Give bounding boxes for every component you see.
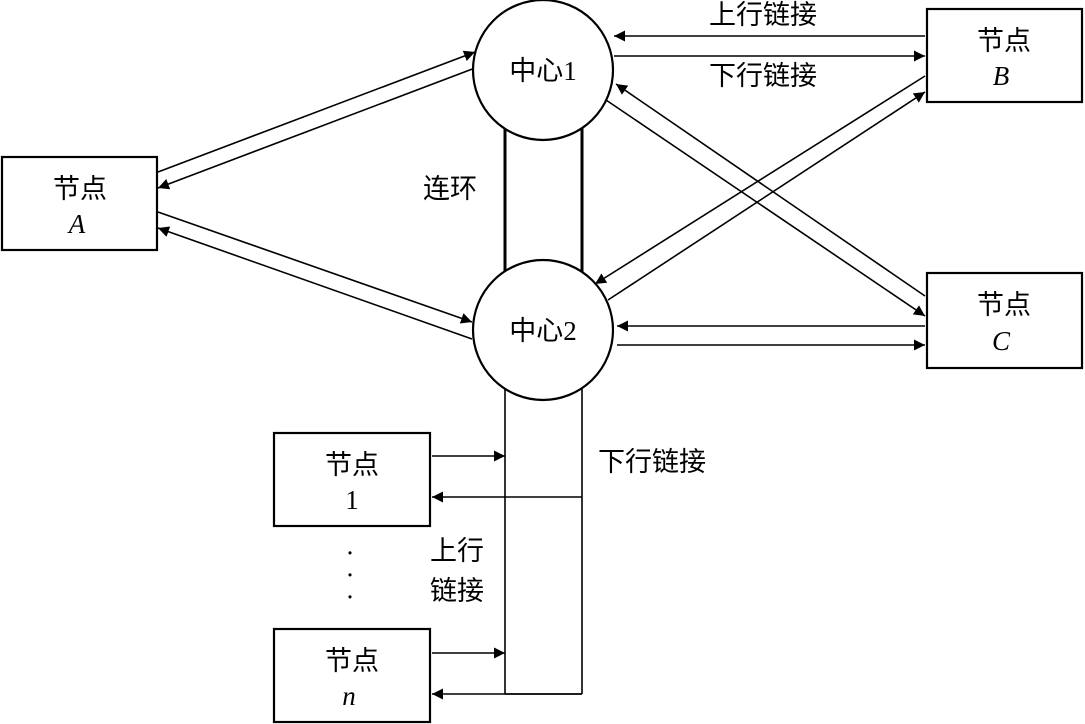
arrow-a-to-hub2	[157, 211, 473, 324]
arrow-hub1-to-c	[605, 99, 926, 317]
ellipsis-dot: ·	[346, 582, 355, 612]
node-n: 节点 n	[272, 627, 432, 724]
arrow-c-to-hub1	[615, 83, 926, 297]
node-c-id: C	[992, 326, 1011, 356]
arrow-hub2-to-b	[607, 91, 926, 301]
hub-1: 中心1	[471, 0, 615, 142]
downlink-label-bottom: 下行链接	[598, 447, 706, 477]
hub-2-label: 中心2	[509, 316, 577, 346]
node-n-id: n	[342, 681, 356, 711]
ellipsis: · · ·	[346, 538, 355, 612]
uplink-label-bottom-line2: 链接	[430, 576, 484, 606]
ring-label: 连环	[423, 174, 477, 204]
arrow-a-to-hub1	[157, 50, 476, 173]
uplink-label-bottom-line1: 上行	[430, 536, 484, 566]
node-a: 节点 A	[0, 155, 159, 252]
hub-2: 中心2	[471, 258, 615, 402]
node-1: 节点 1	[272, 431, 432, 528]
ellipsis-dot: ·	[346, 538, 355, 568]
downlink-label-top: 下行链接	[709, 61, 817, 91]
arrow-b-to-hub2	[594, 75, 926, 285]
node-b-id: B	[993, 61, 1010, 91]
node-1-label: 节点	[325, 450, 379, 480]
hub-1-label: 中心1	[509, 56, 577, 86]
uplink-label-top: 上行链接	[709, 0, 817, 30]
ellipsis-dot: ·	[346, 560, 355, 590]
arrow-hub2-to-a	[157, 226, 473, 340]
node-a-label: 节点	[53, 174, 107, 204]
node-1-id: 1	[345, 485, 359, 515]
node-c-label: 节点	[977, 290, 1031, 320]
node-b: 节点 B	[925, 7, 1084, 104]
node-c: 节点 C	[925, 271, 1084, 370]
node-n-label: 节点	[325, 646, 379, 676]
node-b-label: 节点	[977, 26, 1031, 56]
node-a-id: A	[67, 209, 86, 239]
arrow-hub1-to-a	[157, 67, 476, 190]
